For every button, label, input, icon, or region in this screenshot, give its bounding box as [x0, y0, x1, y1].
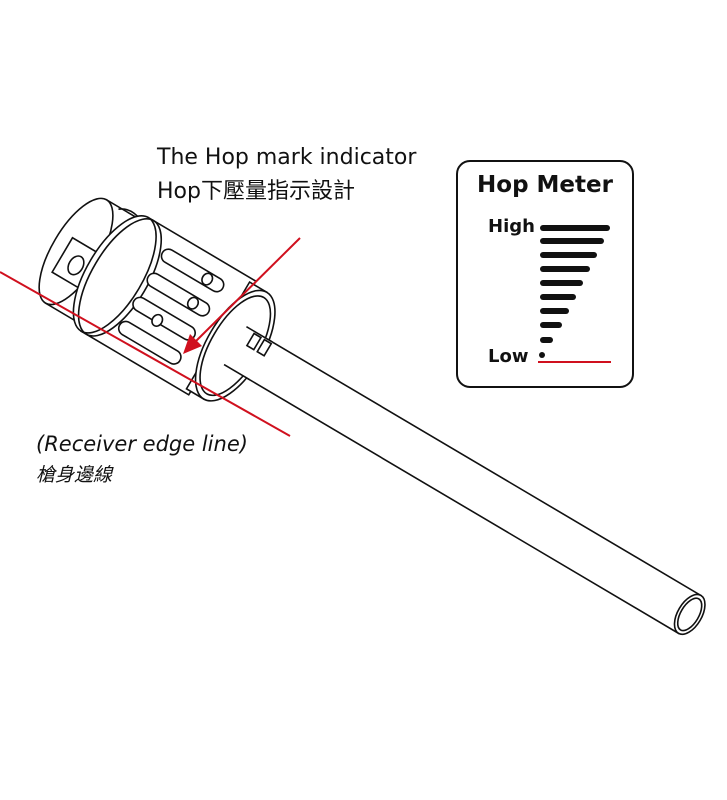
hop-meter-box: Hop Meter High Low	[456, 160, 634, 388]
hop-mark-dot	[151, 313, 164, 327]
hop-meter-low-label: Low	[488, 346, 529, 367]
receiver-edge-label-zh: 槍身邊線	[36, 464, 113, 486]
receiver-edge-label-en: (Receiver edge line)	[36, 432, 248, 456]
hop-indicator-label-en: The Hop mark indicator	[157, 145, 417, 170]
hop-meter-title: Hop Meter	[477, 172, 613, 198]
hop-meter-high-label: High	[488, 216, 535, 237]
hop-indicator-label-zh: Hop下壓量指示設計	[157, 179, 355, 204]
front-collar	[185, 280, 276, 402]
hop-mark-arrow	[183, 237, 301, 354]
receiver-edge-line	[0, 271, 291, 437]
hop-meter-bars	[540, 225, 610, 343]
hop-meter-low-dot	[539, 352, 545, 358]
